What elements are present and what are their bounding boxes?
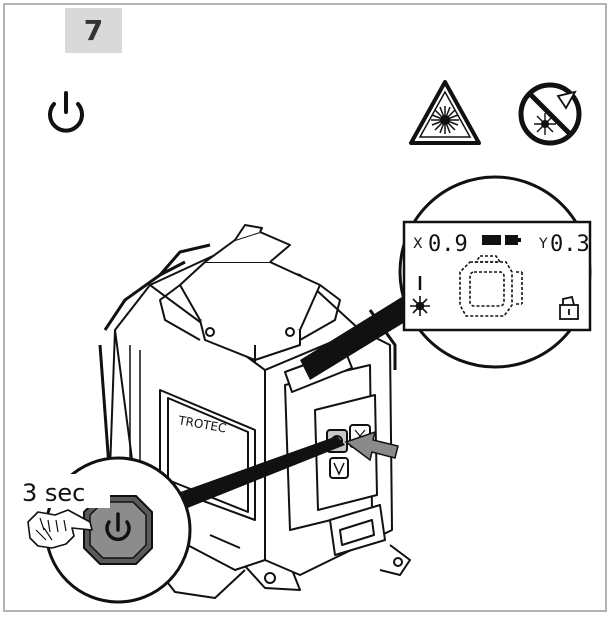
battery-icon [482,235,521,245]
laser-warning-icon [409,80,481,145]
no-laser-stare-icon [518,82,582,146]
device-outline-icon [459,255,523,317]
y-axis-label: Y [538,236,548,252]
x-axis-label: X [413,236,423,252]
hand-pointing-icon [27,509,93,549]
lcd-screen: X 0.9 Y 0.3 [402,220,592,332]
press-arrow [344,430,399,462]
laser-on-icon [410,296,430,316]
y-axis-value: 0.3 [550,232,590,257]
lock-icon [559,295,579,320]
step-number-badge: 7 [65,8,122,53]
zoom-cone-display [300,295,405,380]
x-axis-value: 0.9 [428,232,468,257]
power-icon [48,91,84,133]
press-duration-label: 3 sec [22,479,85,507]
